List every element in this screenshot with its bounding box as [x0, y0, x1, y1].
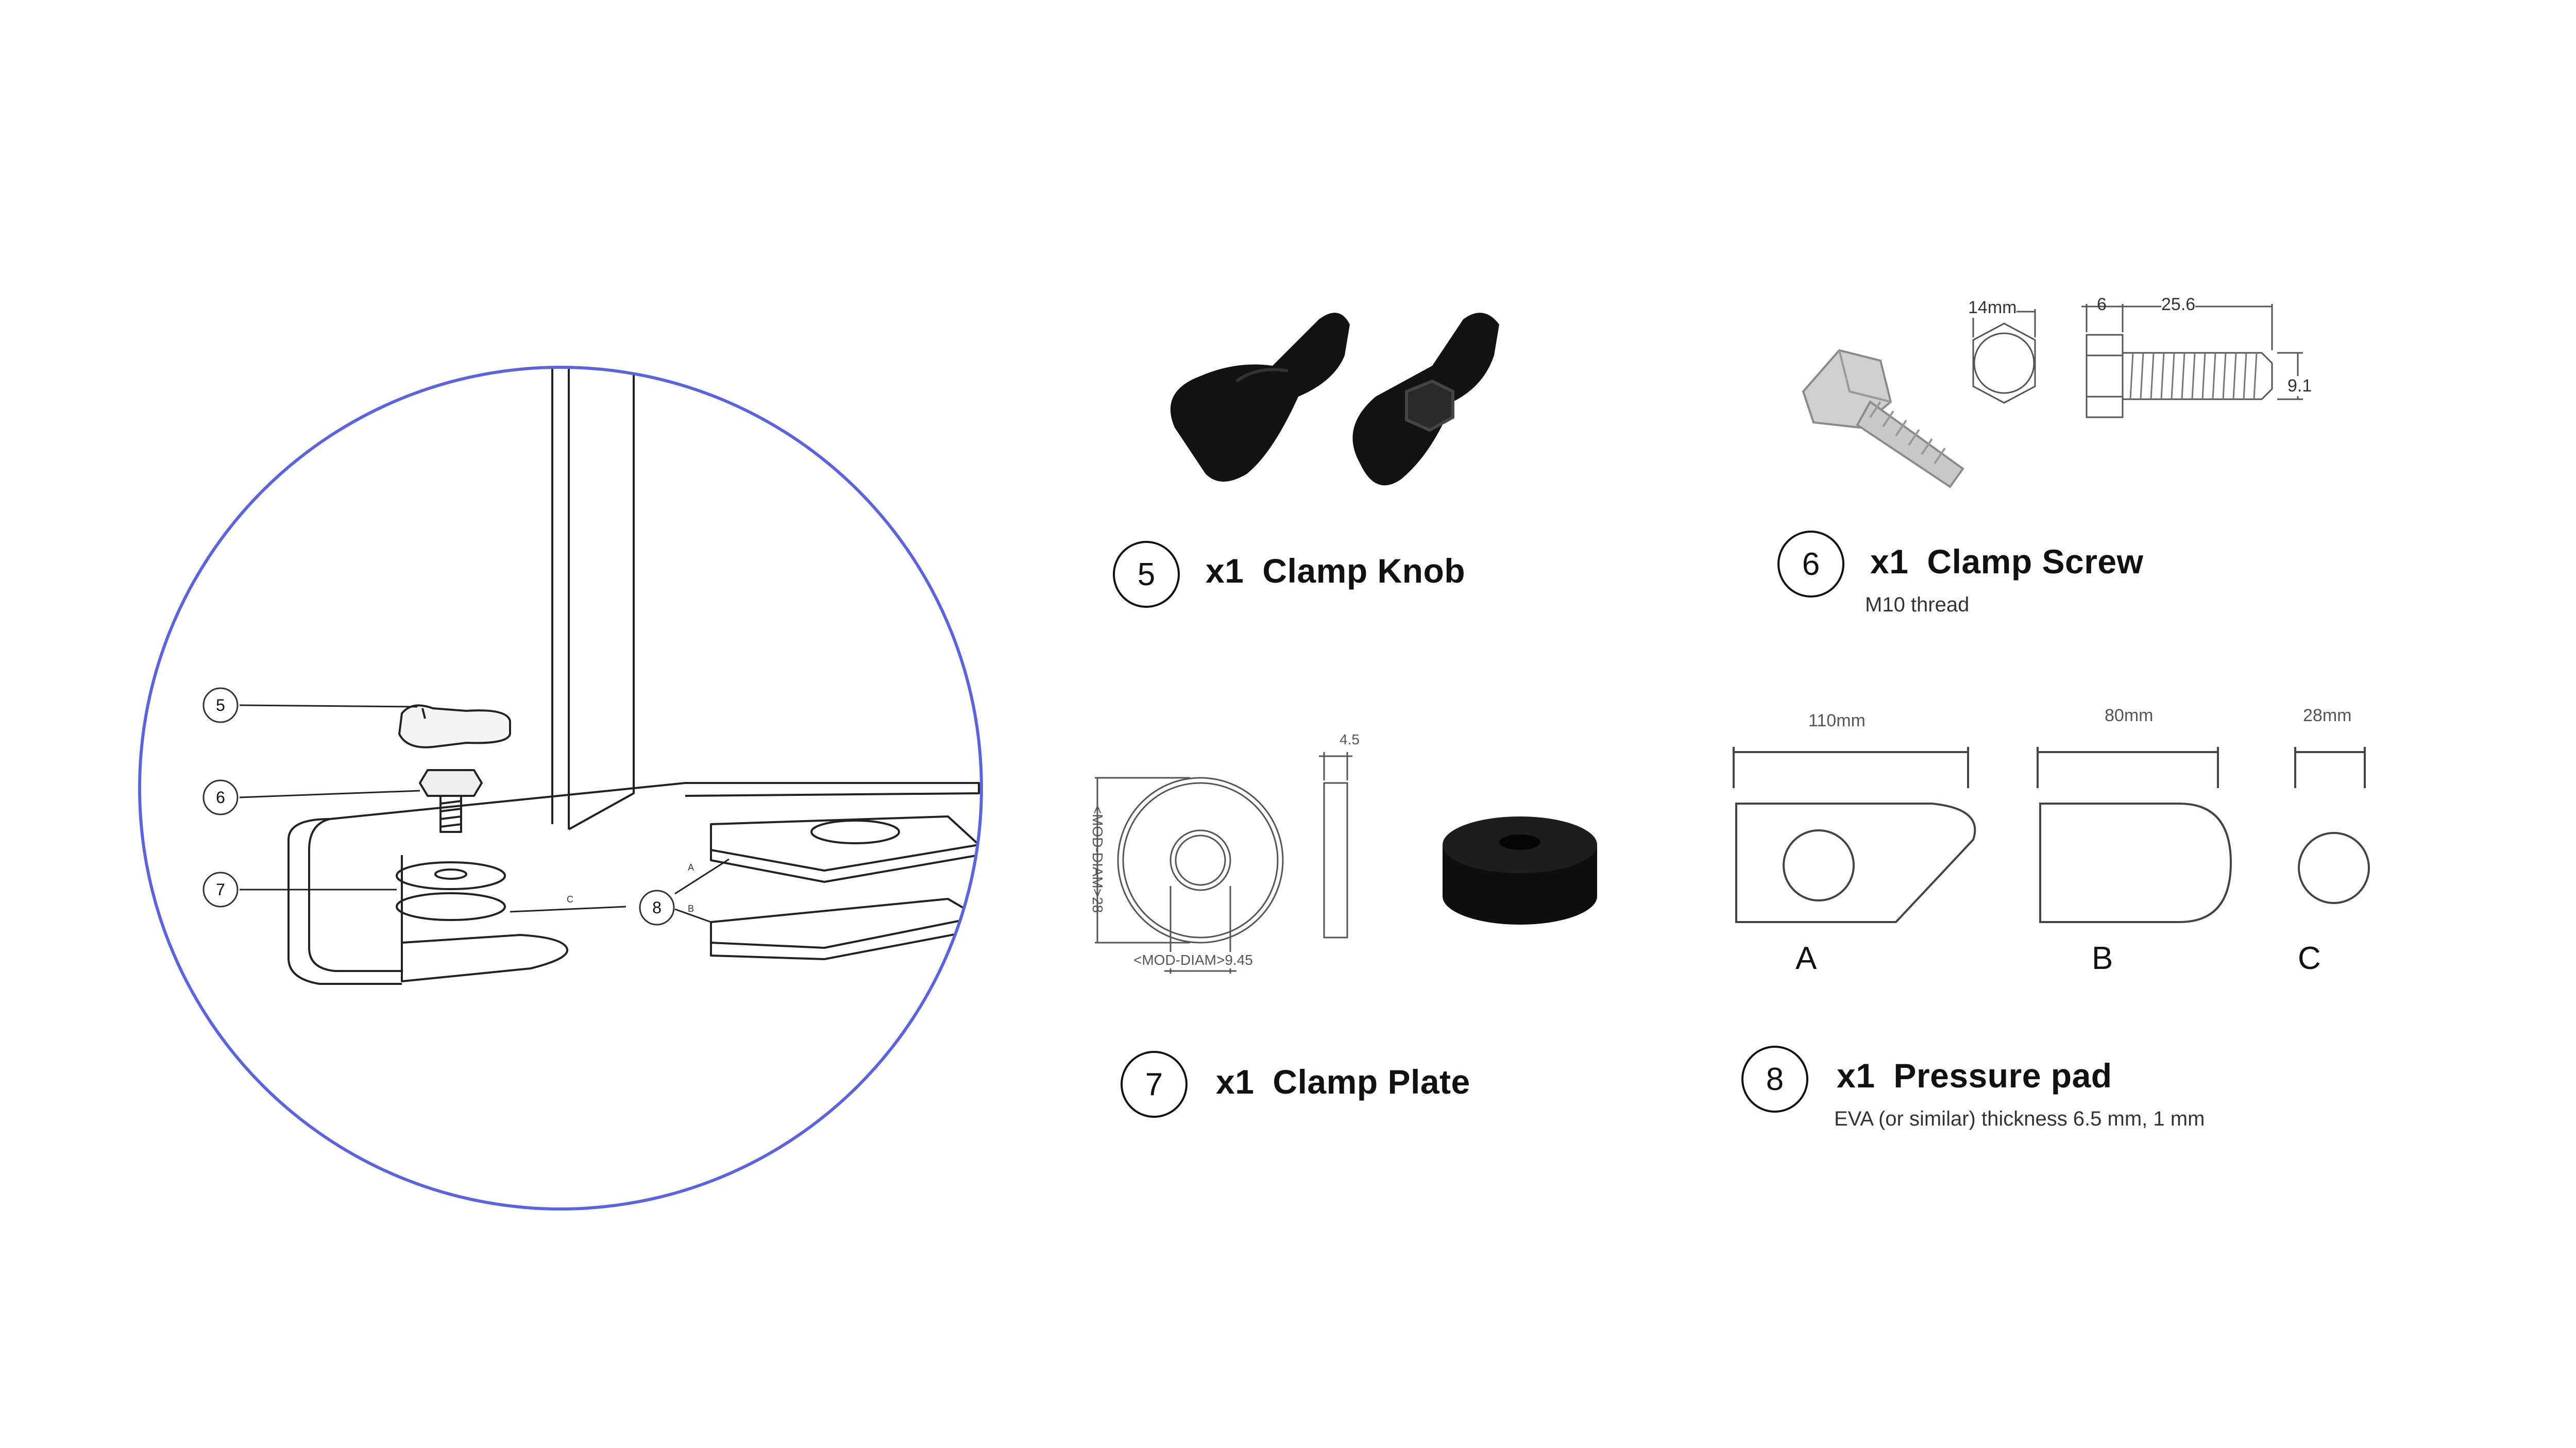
part-5-title: x1 Clamp Knob [1206, 551, 1465, 590]
part-6-note: M10 thread [1865, 593, 1970, 616]
part-8-number: 8 [1741, 1046, 1808, 1113]
pressure-pad-drawing [1733, 747, 2370, 923]
knob-drawing [398, 704, 511, 748]
part-5-number: 5 [1113, 541, 1180, 608]
callout-7: 7 [216, 880, 225, 899]
clamp-screw-drawing [1972, 304, 2303, 418]
pad-a-width: 110mm [1808, 711, 1866, 730]
assembly-detail: A C B 5 6 7 8 [0, 0, 1030, 1236]
part-6-qty: x1 [1870, 542, 1909, 581]
part-7-title: x1 Clamp Plate [1216, 1062, 1470, 1101]
pad-c-label: C [2298, 941, 2321, 976]
part-7-name: Clamp Plate [1273, 1063, 1470, 1101]
part-8-note: EVA (or similar) thickness 6.5 mm, 1 mm [1834, 1108, 2205, 1130]
part-8-qty: x1 [1837, 1057, 1875, 1095]
screw-dim-head-height: 6 [2097, 295, 2107, 314]
svg-text:B: B [688, 904, 694, 914]
screw-dim-head-width: 14mm [1968, 298, 2017, 318]
clamp-plate-drawing [1095, 752, 1352, 974]
part-7-qty: x1 [1216, 1063, 1255, 1101]
part-5-qty: x1 [1206, 552, 1244, 590]
part-8-title: x1 Pressure pad [1837, 1056, 2112, 1095]
part-6-name: Clamp Screw [1927, 542, 2144, 581]
pad-b-label: B [2092, 941, 2113, 976]
part-6-title: x1 Clamp Screw [1870, 542, 2143, 581]
screw-dim-length: 25.6 [2161, 295, 2196, 315]
clamp-knob-render [1170, 313, 1499, 486]
assembly-drawing: A C B [138, 366, 983, 1211]
part-5-name: Clamp Knob [1262, 552, 1466, 590]
pad-b-width: 80mm [2105, 706, 2154, 725]
svg-text:C: C [567, 894, 573, 905]
screw-dim-diameter: 9.1 [2287, 376, 2312, 396]
part-8-name: Pressure pad [1893, 1057, 2112, 1095]
part-6-number: 6 [1777, 531, 1844, 598]
part-7-number: 7 [1121, 1051, 1188, 1118]
callout-8: 8 [652, 898, 662, 917]
clamp-plate-render [1443, 816, 1597, 925]
svg-text:A: A [688, 862, 694, 873]
pad-a-label: A [1795, 941, 1817, 976]
callout-6: 6 [216, 788, 225, 807]
plate-dim-thickness: 4.5 [1340, 731, 1360, 747]
plate-dim-inner: <MOD-DIAM>9.45 [1133, 952, 1253, 968]
plate-dim-outer: <MOD-DIAM>28 [1090, 805, 1106, 913]
clamp-screw-render [1802, 349, 1964, 488]
pad-c-width: 28mm [2303, 706, 2352, 725]
callout-5: 5 [216, 695, 225, 714]
